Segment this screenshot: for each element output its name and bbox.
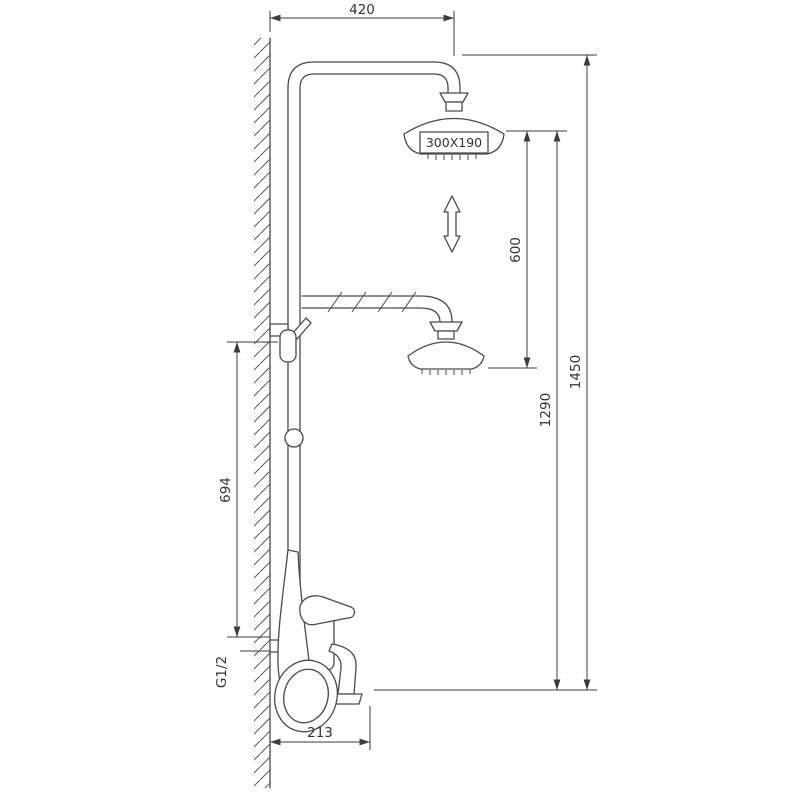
hand-shower xyxy=(274,549,356,733)
dimension-694: 694 xyxy=(218,341,278,638)
lower-head-body xyxy=(407,341,485,370)
lower-head-collar xyxy=(437,330,455,340)
wall-hatch xyxy=(254,38,270,788)
riser-pipe-inner xyxy=(299,73,449,646)
dim-label-213: 213 xyxy=(307,725,333,741)
lower-head-nozzles xyxy=(421,369,471,375)
dimension-213: 213 xyxy=(270,706,371,750)
dimension-420: 420 xyxy=(269,2,455,56)
hand-shower-head-inner xyxy=(283,668,329,724)
mixer-handle-lever xyxy=(299,595,356,626)
thread-callout: G1/2 xyxy=(214,650,270,688)
riser-pipe-outer xyxy=(287,61,461,646)
riser-pipe xyxy=(287,61,461,646)
dim-label-694: 694 xyxy=(218,477,234,503)
lower-arm-hatch-marks xyxy=(327,291,417,313)
dimensions: 420 600 1290 1450 694 xyxy=(214,2,597,750)
dim-label-1290: 1290 xyxy=(538,393,554,427)
head-flange xyxy=(439,92,469,103)
lower-arm-outer xyxy=(301,295,453,323)
lower-head-flange xyxy=(429,321,463,332)
head-size-box xyxy=(419,131,489,154)
head-nozzles xyxy=(427,154,477,160)
slider-knob xyxy=(284,428,304,448)
wall xyxy=(254,37,271,789)
rain-shower-head-upper: 300X190 xyxy=(403,92,505,160)
thread-size-label: G1/2 xyxy=(214,656,230,688)
head-size-label: 300X190 xyxy=(426,135,482,150)
dim-label-600: 600 xyxy=(508,237,524,263)
height-adjust-arrow-icon xyxy=(443,195,461,253)
dimension-1290: 1290 xyxy=(374,131,597,691)
dimension-600: 600 xyxy=(488,130,567,369)
hand-shower-cradle xyxy=(279,329,297,363)
dim-label-1450: 1450 xyxy=(568,355,584,389)
shower-holder xyxy=(269,317,312,363)
rain-shower-head-lower xyxy=(407,321,485,375)
dim-label-420: 420 xyxy=(349,2,375,18)
lower-arm-inner xyxy=(301,307,441,323)
lower-shower-arm xyxy=(301,291,453,323)
head-collar xyxy=(445,101,463,112)
dimension-1450: 1450 xyxy=(462,54,597,690)
